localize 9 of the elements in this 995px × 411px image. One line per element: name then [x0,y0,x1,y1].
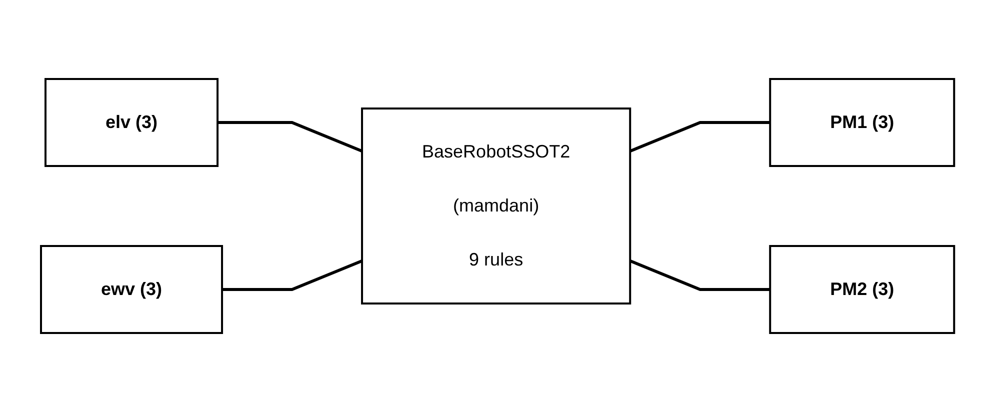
node-box: PM2 (3) [769,244,956,334]
connector [222,258,363,290]
node-box: elv (3) [44,78,218,166]
node-box: PM1 (3) [769,78,956,166]
node-box: BaseRobotSSOT2 (mamdani) 9 rules [360,107,632,304]
node-box: ewv (3) [40,244,223,334]
connector [629,120,770,152]
connector [217,120,363,152]
connector [629,258,770,290]
